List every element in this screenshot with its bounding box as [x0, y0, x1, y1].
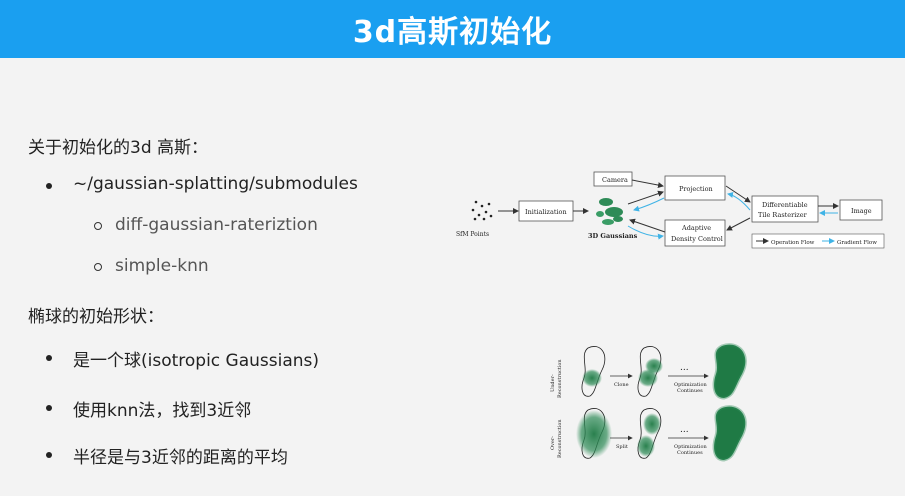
label-over-recon: Reconstruction — [557, 419, 563, 458]
circle-bullet — [94, 263, 102, 271]
bullet-dot — [46, 183, 52, 189]
circle-bullet — [94, 222, 102, 230]
label-opt1: Optimization — [674, 382, 707, 388]
label-under: Under- — [550, 374, 556, 392]
label-raster-line2: Tile Rasterizer — [758, 211, 808, 219]
pipeline-diagram: SfM Points Initialization 3D Gaussians C… — [448, 166, 893, 258]
shape-outline — [581, 346, 606, 397]
bullet-radius: 半径是与3近邻的距离的平均 — [73, 448, 288, 468]
gaussian-split-2 — [637, 435, 655, 457]
label-dots: ... — [680, 425, 689, 435]
sfm-points-icon — [471, 200, 493, 221]
gaussian-split-1 — [643, 413, 661, 435]
label-under-recon: Reconstruction — [557, 359, 563, 398]
bullet-knn: 使用knn法，找到3近邻 — [73, 401, 252, 421]
legend-operation-flow: Operation Flow — [771, 240, 815, 246]
bullet-isotropic: 是一个球(isotropic Gaussians) — [73, 351, 320, 371]
label-over: Over- — [550, 436, 556, 450]
section1-heading: 关于初始化的3d 高斯： — [28, 138, 209, 158]
title-bar: 3d高斯初始化 — [0, 0, 905, 58]
gaussian-large — [576, 410, 612, 458]
label-raster-line1: Differentiable — [762, 201, 808, 209]
label-split: Split — [616, 444, 628, 450]
label-adaptive-line1: Adaptive — [681, 224, 711, 232]
label-opt2: Continues — [677, 388, 703, 394]
label-opt2: Continues — [677, 450, 703, 456]
label-3d-gaussians: 3D Gaussians — [588, 232, 638, 240]
reconstructed-shape — [712, 405, 747, 462]
section2-heading: 椭球的初始形状： — [28, 307, 164, 327]
bullet-dot — [46, 355, 52, 361]
label-dots: ... — [680, 363, 689, 373]
bullet-dot — [46, 452, 52, 458]
densification-diagram: Under- Reconstruction Over- Reconstructi… — [540, 340, 765, 464]
gaussians-icon — [596, 198, 623, 225]
label-camera: Camera — [602, 176, 628, 184]
label-clone: Clone — [614, 382, 629, 388]
label-adaptive-line2: Density Control — [671, 235, 723, 243]
label-image: Image — [851, 207, 872, 215]
label-projection: Projection — [679, 185, 713, 193]
slide-title: 3d高斯初始化 — [352, 15, 553, 50]
bullet-dot — [46, 405, 52, 411]
bullet-submodules-path: ~/gaussian-splatting/submodules — [73, 174, 358, 194]
legend-gradient-flow: Gradient Flow — [837, 240, 877, 246]
reconstructed-shape — [712, 343, 747, 400]
label-opt1: Optimization — [674, 444, 707, 450]
shape-outline — [637, 408, 662, 459]
subitem-simple-knn: simple-knn — [115, 256, 209, 276]
label-sfm-points: SfM Points — [456, 231, 489, 238]
label-initialization: Initialization — [525, 208, 567, 216]
gaussian-small — [582, 369, 602, 387]
gaussian-clone-2 — [645, 358, 663, 374]
shape-outline — [637, 346, 662, 397]
subitem-diff-gaussian: diff-gaussian-rateriztion — [115, 215, 318, 235]
